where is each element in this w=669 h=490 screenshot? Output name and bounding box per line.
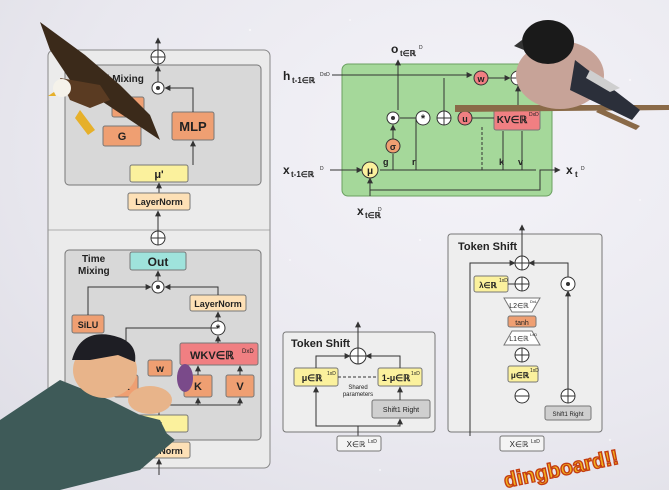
ts-large-tanh-box <box>507 315 537 328</box>
time-out-label: Out <box>148 255 169 269</box>
ts-large-mu-sup: 1xD <box>530 368 539 374</box>
ts-large-tanh-label: tanh <box>515 320 529 327</box>
ts-large-l2-label: L2∈ℝ <box>509 302 529 310</box>
channel-layernorm-label: LayerNorm <box>135 197 183 207</box>
time-mixing-title-2: Mixing <box>78 266 110 277</box>
bullfinch-sticker <box>455 20 669 130</box>
background-stars <box>248 19 641 472</box>
ts-large-l1-box <box>503 330 541 346</box>
svg-text:*: * <box>216 323 221 335</box>
cell-u-label: u <box>462 114 468 124</box>
ts-large-l1-sup: LxD <box>530 332 537 337</box>
cell-kv-sup: DxD <box>529 112 539 118</box>
ts-large-lambda-sup: 1xD <box>499 278 508 284</box>
channel-mlp-label: MLP <box>179 119 207 134</box>
time-silu-label: SiLU <box>78 320 99 330</box>
token-shift-small: Token Shift μ∈ℝ 1xD 1-μ∈ℝ 1xD Shared par… <box>282 321 436 452</box>
man-character-sticker <box>0 334 193 490</box>
watermark-text: dingboard!! <box>502 446 621 490</box>
ts-large-x-sup: LxD <box>531 439 540 445</box>
ts-large-x-label: X∈ℝ <box>510 440 529 449</box>
ts-large-mu-label: μ∈ℝ <box>511 371 530 380</box>
cell-g-label: g <box>383 157 389 167</box>
h-in-sup: DxD <box>320 72 330 78</box>
ts-small-shift-box <box>371 399 431 419</box>
ts-small-mu-label: μ∈ℝ <box>302 373 323 383</box>
x-prev-sup: D <box>320 166 324 172</box>
channel-g-label: G <box>118 131 127 143</box>
ts-small-shared-1: Shared <box>348 385 367 391</box>
channel-mu-box <box>129 164 189 183</box>
o-out-label: o <box>391 42 398 56</box>
cell-v-label: v <box>518 157 523 167</box>
cell-mu-label: μ <box>367 166 373 177</box>
x-out-label: x <box>566 163 573 177</box>
ts-large-mu-box <box>507 365 539 383</box>
eagle-sticker <box>40 22 160 140</box>
time-layernorm-label: LayerNorm <box>194 299 242 309</box>
svg-text:*: * <box>421 113 426 125</box>
time-wkv-box <box>179 342 259 366</box>
time-k-label: K <box>194 381 202 393</box>
cell-k-label: k <box>499 157 505 167</box>
time-wkv-label: WKV∈ℝ <box>190 350 234 362</box>
ts-small-x-box <box>336 435 382 452</box>
ts-large-x-box <box>499 435 545 452</box>
ts-small-shared-2: parameters <box>343 392 373 398</box>
token-shift-large: Token Shift λ∈ℝ 1xD L2∈ℝ DxL tanh L1∈ℝ L… <box>447 224 603 452</box>
cell-kv-label: KV∈ℝ <box>497 115 529 126</box>
ts-small-1mu-label: 1-μ∈ℝ <box>382 373 411 383</box>
o-out-sub: t∈ℝ <box>400 49 417 58</box>
ts-large-shift-label: Shift1 Right <box>552 412 583 418</box>
recurrent-cell: o t∈ℝ D h t-1∈ℝ DxD w * u KV∈ℝ DxD σ g r… <box>283 42 585 220</box>
o-out-sup: D <box>419 45 423 51</box>
time-w-label: w <box>155 364 164 375</box>
ts-small-x-label: X∈ℝ <box>347 440 366 449</box>
h-in-sub: t-1∈ℝ <box>292 76 316 85</box>
cell-w-label: w <box>476 74 485 84</box>
time-mixing-title-1: Time <box>82 254 106 265</box>
channel-layernorm-box <box>127 192 191 211</box>
x-in-label: x <box>357 204 364 218</box>
x-out-sup: D <box>581 166 585 172</box>
x-out-sub: t <box>575 170 578 179</box>
ts-large-l2-box <box>503 297 541 313</box>
token-shift-small-title: Token Shift <box>291 338 350 350</box>
channel-g-box <box>102 125 142 147</box>
dingboard-watermark: dingboard!! <box>501 445 621 490</box>
channel-mu-label: μ' <box>154 169 164 181</box>
ts-large-lambda-label: λ∈ℝ <box>479 281 497 290</box>
x-in-sub: t∈ℝ <box>365 211 382 220</box>
ts-large-shift-box <box>544 405 592 421</box>
x-prev-sub: t-1∈ℝ <box>291 170 315 179</box>
time-v-label: V <box>236 381 244 393</box>
ts-small-mu-sup: 1xD <box>327 371 336 377</box>
cell-r-label: r <box>412 157 416 167</box>
token-shift-large-title: Token Shift <box>458 241 517 253</box>
x-in-sup: D <box>378 207 382 213</box>
recurrent-cell-panel <box>341 63 553 197</box>
cell-sigma-label: σ <box>390 142 396 152</box>
ts-small-1mu-sup: 1xD <box>411 371 420 377</box>
x-prev-label: x <box>283 163 290 177</box>
h-in-label: h <box>283 69 290 83</box>
ts-large-l1-label: L1∈ℝ <box>509 335 529 343</box>
time-out-box <box>129 251 187 271</box>
ts-small-shift-label: Shift1 Right <box>383 407 419 414</box>
ts-large-l2-sup: DxL <box>530 299 538 304</box>
time-wkv-sup: DxD <box>242 349 254 355</box>
time-w-box <box>147 359 173 377</box>
ts-small-x-sup: LxD <box>368 439 377 445</box>
cell-w-circle <box>473 70 489 86</box>
